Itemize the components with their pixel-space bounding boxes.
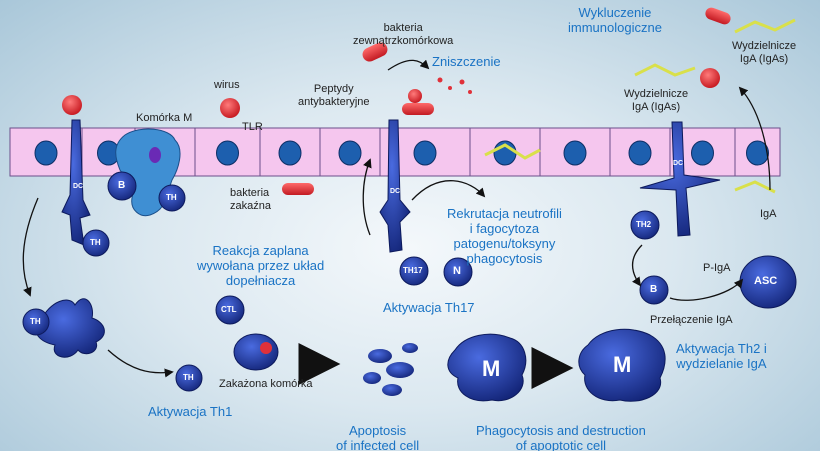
tag-macrophage-1: M	[482, 356, 501, 381]
epithelial-nucleus	[413, 140, 437, 166]
label-th1-activation: Aktywacja Th1	[148, 404, 233, 419]
th2-cell	[630, 210, 660, 240]
tag-th2: TH2	[636, 220, 652, 229]
epithelial-cells	[9, 127, 781, 177]
m-cell-nucleus	[149, 147, 161, 163]
label-p-iga: P-IgA	[703, 262, 731, 274]
label-switch-iga: Przełączenie IgA	[650, 314, 733, 326]
epithelial-nucleus	[691, 140, 714, 166]
destroyed-bacteria-debris	[437, 77, 472, 94]
label-iga: IgA	[760, 208, 777, 220]
tag-dc-right: DC	[673, 160, 684, 167]
tag-b-left: B	[118, 180, 126, 191]
label-virus: wirus	[214, 79, 240, 91]
tag-th-lower-left: TH	[30, 317, 41, 326]
tag-asc: ASC	[754, 275, 778, 287]
epithelial-nucleus	[34, 140, 58, 166]
tag-th1: TH	[183, 373, 194, 382]
label-infected-cell: Zakażona komórka	[219, 378, 313, 390]
tag-th-left: TH	[166, 193, 177, 202]
tag-th17: TH17	[403, 266, 423, 275]
th17-cell	[399, 256, 429, 286]
dendritic-cell-right	[639, 121, 721, 237]
dendritic-cell-center	[379, 119, 411, 253]
b-cell-left	[107, 171, 137, 201]
infected-cell	[233, 333, 279, 371]
arrows	[22, 59, 771, 378]
th-cell-under-dc	[82, 229, 110, 257]
th1-cell	[175, 364, 203, 392]
epithelial-cell	[734, 127, 781, 177]
th-cell-left	[158, 184, 186, 212]
th-cell-lower-left	[22, 308, 50, 336]
epithelial-nucleus	[563, 140, 587, 166]
label-m-cell: Komórka M	[136, 112, 193, 124]
epithelial-nucleus	[216, 140, 239, 166]
label-destruction: Zniszczenie	[432, 54, 501, 69]
neutrophil	[443, 257, 473, 287]
epithelial-nucleus	[278, 140, 302, 166]
ctl-cell	[215, 295, 245, 325]
macrophage-1	[447, 333, 527, 402]
b-cell-right	[639, 275, 669, 305]
tag-neutrophil: N	[453, 265, 461, 277]
infected-cell-pathogen	[260, 342, 272, 354]
tag-dc-center: DC	[390, 188, 401, 195]
iga-antibodies	[484, 18, 796, 194]
epithelial-nucleus	[628, 140, 652, 166]
virus-particles	[62, 68, 720, 118]
tag-ctl: CTL	[221, 305, 237, 314]
epithelial-nucleus	[746, 140, 769, 166]
tag-th-under-dc: TH	[90, 238, 101, 247]
label-tlr: TLR	[242, 121, 263, 133]
label-th17-activation: Aktywacja Th17	[383, 300, 475, 315]
macrophage-2	[578, 328, 666, 402]
dendritic-cell-lower-left	[35, 298, 105, 358]
tag-b-right: B	[650, 284, 658, 295]
apoptotic-fragments	[363, 343, 418, 396]
bacteria	[282, 7, 731, 195]
tag-dc-left: DC	[73, 183, 84, 190]
epithelial-nucleus	[338, 140, 362, 166]
tag-macrophage-2: M	[613, 352, 632, 377]
